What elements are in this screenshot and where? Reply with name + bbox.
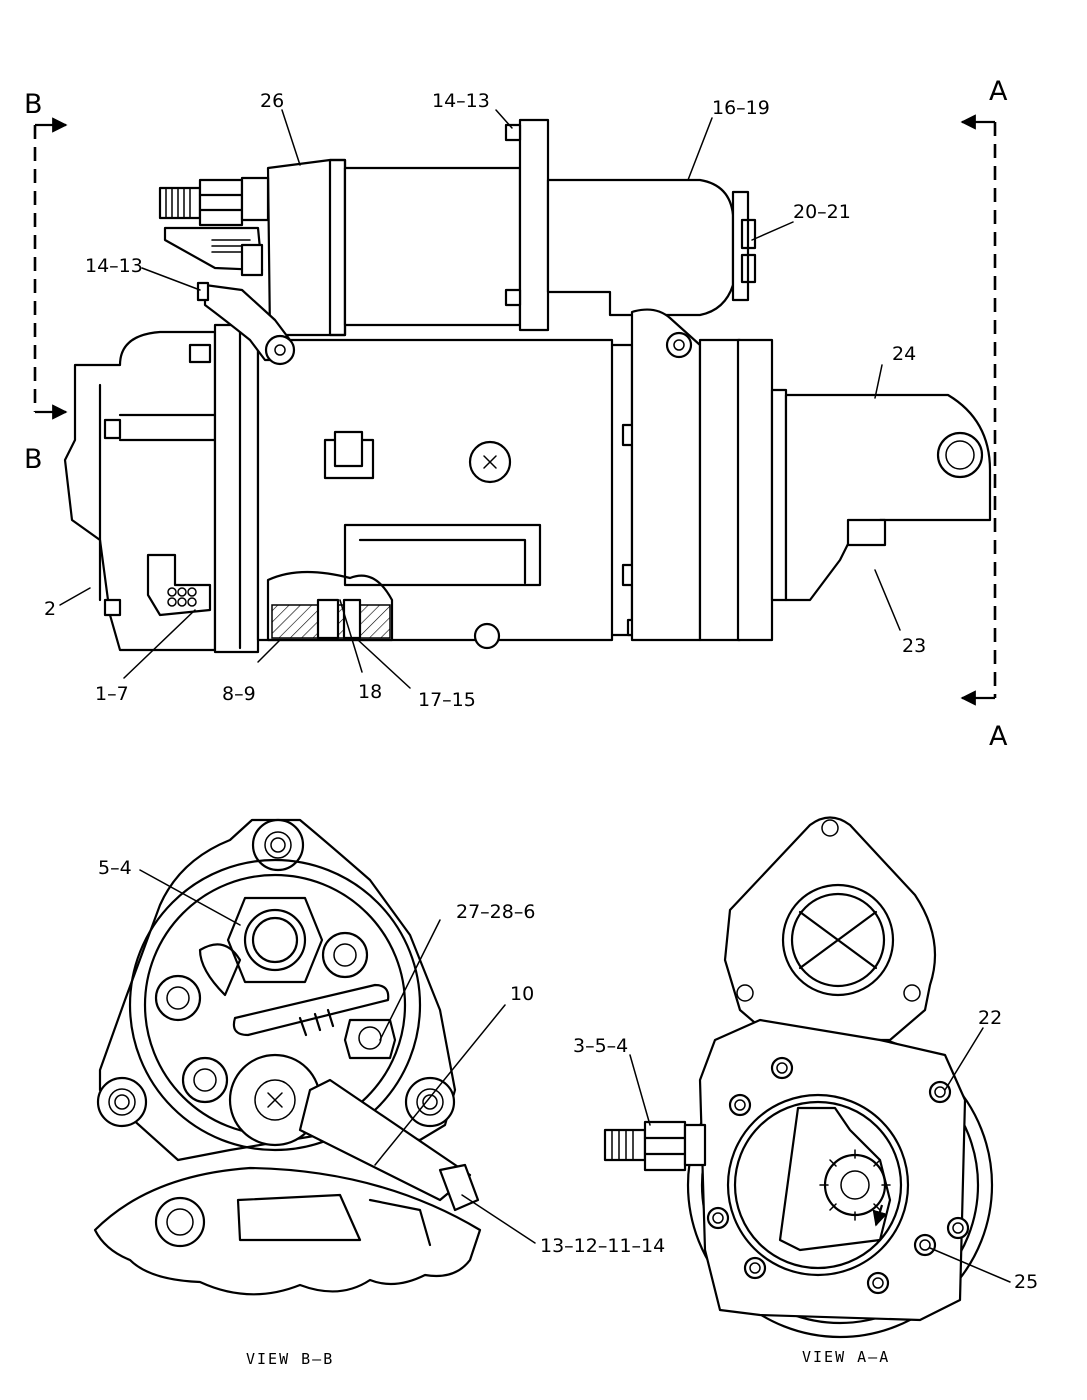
callout-14-13-left: 14–13 xyxy=(85,255,143,277)
callout-26: 26 xyxy=(260,90,284,112)
callout-27-28-6: 27–28–6 xyxy=(456,901,535,923)
view-bb-drawing xyxy=(93,818,482,1296)
callout-16-19: 16–19 xyxy=(712,97,770,119)
callout-25: 25 xyxy=(1014,1271,1038,1293)
callout-22: 22 xyxy=(978,1007,1002,1029)
section-marker-a-top: A xyxy=(989,76,1008,107)
view-aa-label: VIEW A–A xyxy=(802,1348,890,1366)
side-view xyxy=(63,118,992,654)
section-line-b xyxy=(33,117,68,420)
side-view-leaders xyxy=(59,109,901,689)
view-bb-label: VIEW B–B xyxy=(246,1350,334,1368)
section-marker-b-bottom: B xyxy=(24,444,43,475)
view-aa-drawing xyxy=(603,816,994,1339)
callout-8-9: 8–9 xyxy=(222,683,256,705)
section-line-a xyxy=(960,114,997,706)
view-aa-leaders xyxy=(629,1027,1011,1283)
view-bb-leaders xyxy=(139,869,536,1244)
callout-24: 24 xyxy=(892,343,916,365)
callout-5-4: 5–4 xyxy=(98,857,132,879)
callout-10: 10 xyxy=(510,983,534,1005)
callout-3-5-4: 3–5–4 xyxy=(573,1035,628,1057)
callout-13-12-11-14: 13–12–11–14 xyxy=(540,1235,665,1257)
callout-20-21: 20–21 xyxy=(793,201,851,223)
callout-18: 18 xyxy=(358,681,382,703)
callout-23: 23 xyxy=(902,635,926,657)
callout-14-13-top: 14–13 xyxy=(432,90,490,112)
section-marker-b-top: B xyxy=(24,89,43,120)
section-marker-a-bottom: A xyxy=(989,721,1008,752)
callout-17-15: 17–15 xyxy=(418,689,476,711)
callout-1-7: 1–7 xyxy=(95,683,129,705)
callout-2: 2 xyxy=(44,598,56,620)
